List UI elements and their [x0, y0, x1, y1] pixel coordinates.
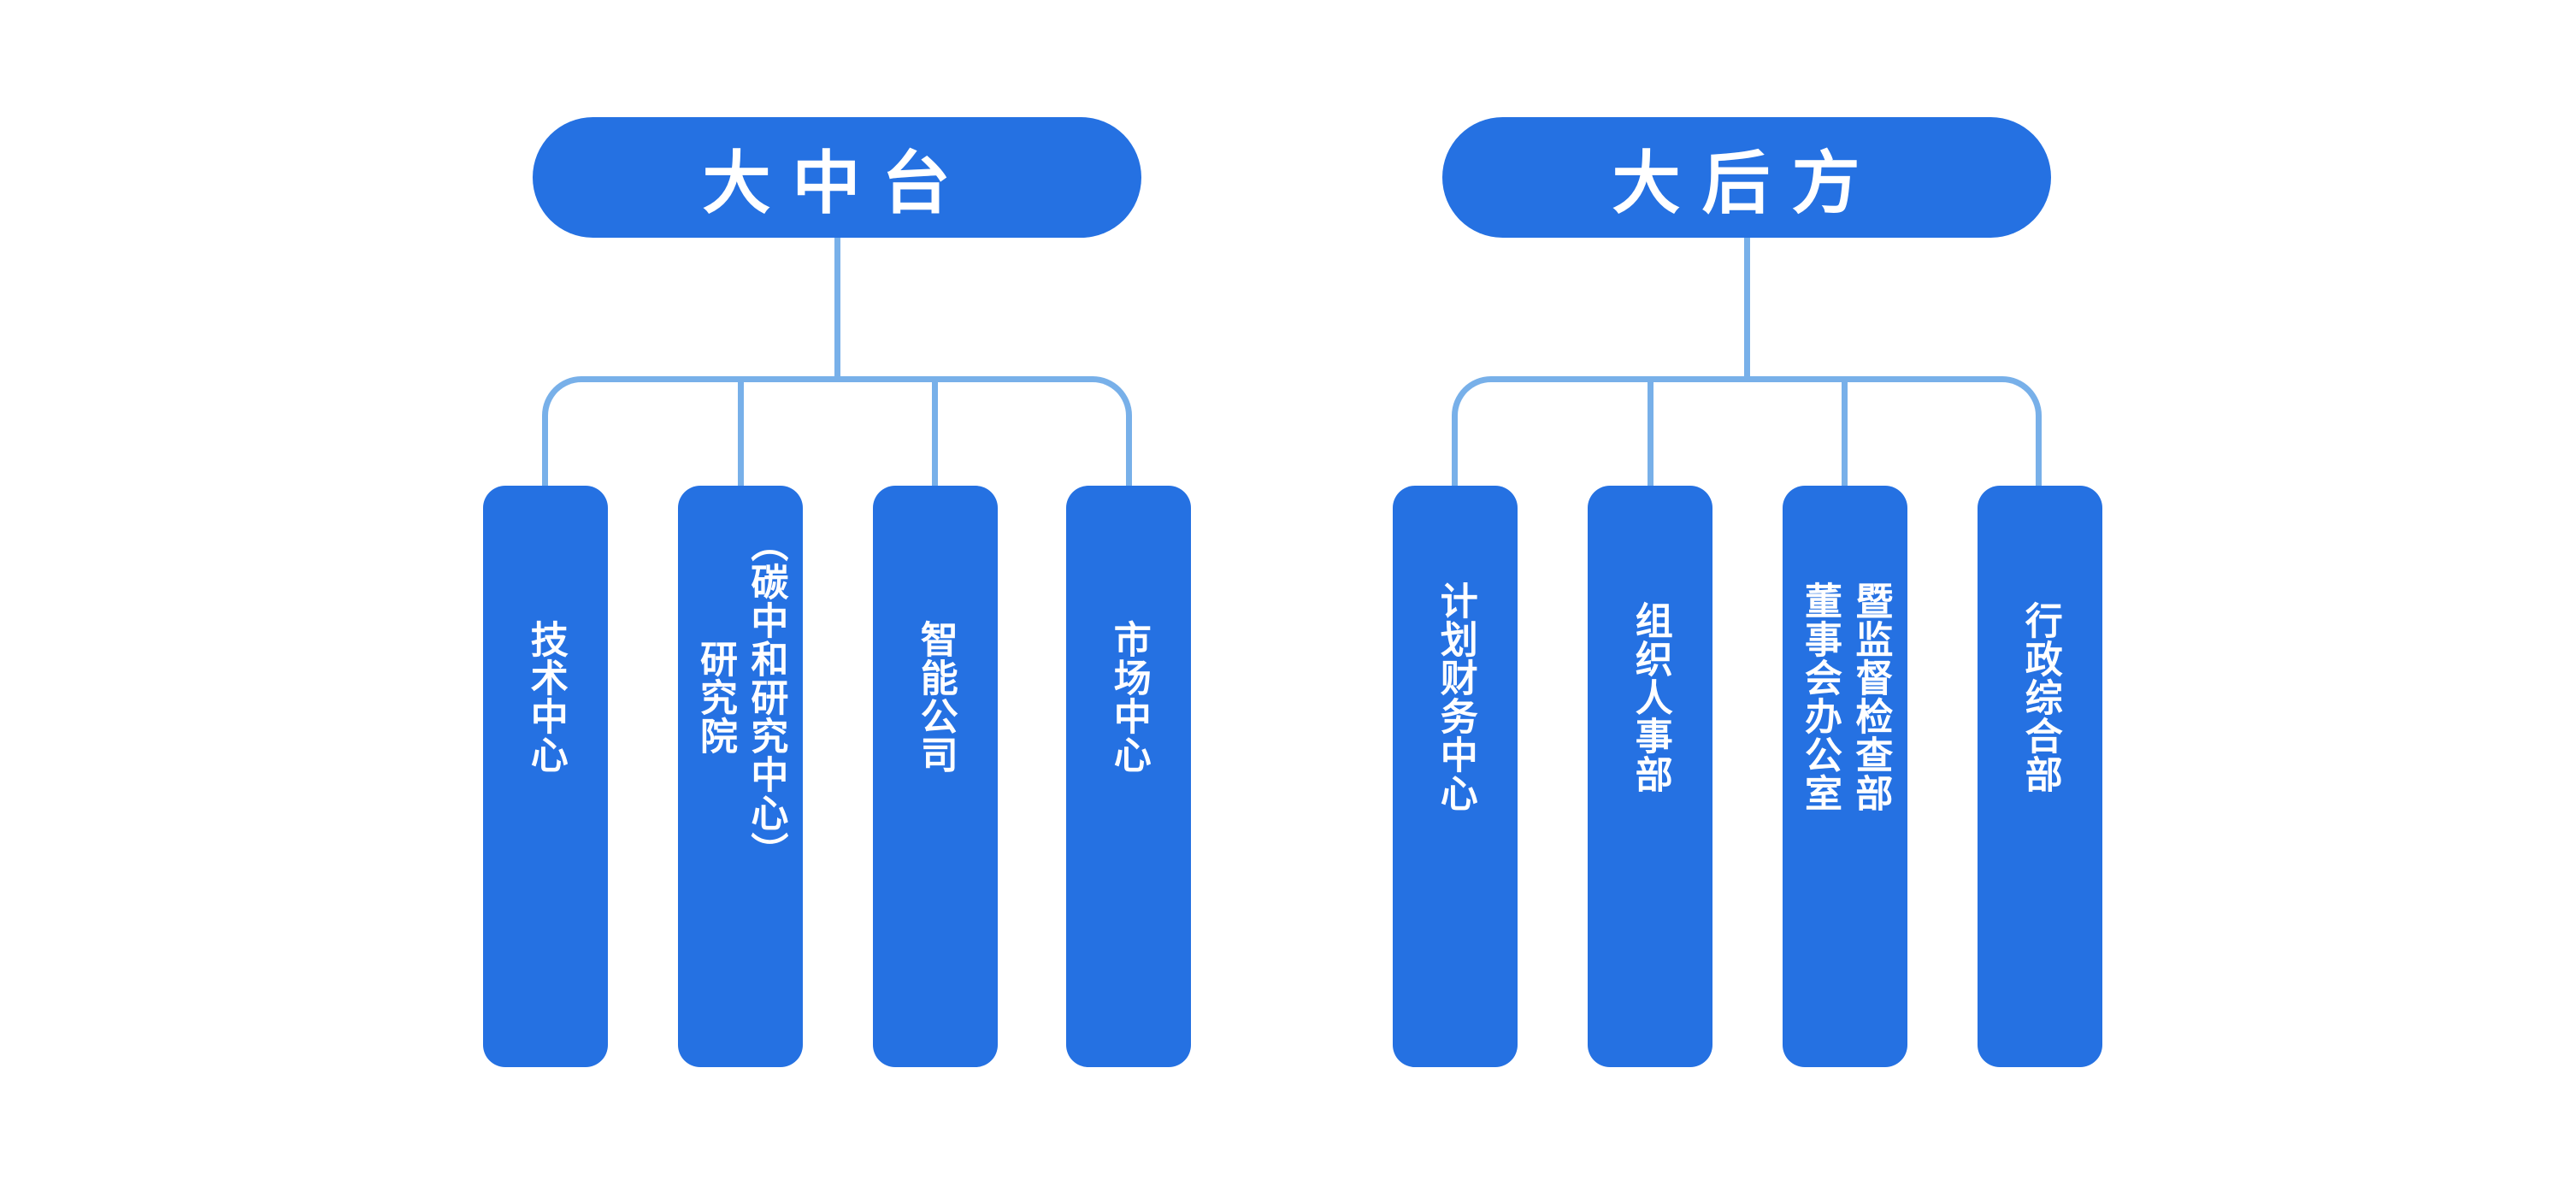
- connector-stem: [1744, 238, 1750, 379]
- dept-node-label: 计划财务中心: [1434, 581, 1477, 812]
- dept-node-label: 董事会办公室 暨监督检查部: [1799, 581, 1892, 812]
- connector-stem: [834, 238, 840, 379]
- dept-node-label: 研究院 （碳中和研究中心）: [694, 523, 787, 870]
- dept-node-label: 智能公司: [914, 620, 957, 774]
- connector-drop: [738, 379, 744, 486]
- connector-drop: [932, 379, 938, 486]
- root-node-right: 大后方: [1442, 117, 2051, 238]
- connector-bus: [542, 376, 1132, 486]
- dept-node-label: 市场中心: [1107, 620, 1150, 774]
- dept-node-label: 行政综合部: [2019, 600, 2061, 794]
- dept-node-label: 技术中心: [524, 620, 567, 774]
- dept-node-research-institute: 研究院 （碳中和研究中心）: [678, 486, 803, 1067]
- root-node-left: 大中台: [533, 117, 1141, 238]
- dept-node-admin-department: 行政综合部: [1978, 486, 2102, 1067]
- dept-node-label: 组织人事部: [1629, 600, 1671, 794]
- dept-node-finance-center: 计划财务中心: [1393, 486, 1518, 1067]
- root-node-label: 大中台: [702, 145, 972, 221]
- connector-bus: [1452, 376, 2042, 486]
- dept-node-intelligence-company: 智能公司: [873, 486, 998, 1067]
- dept-node-board-office: 董事会办公室 暨监督检查部: [1783, 486, 1907, 1067]
- connector-drop: [1648, 379, 1653, 486]
- root-node-label: 大后方: [1612, 145, 1882, 221]
- dept-node-tech-center: 技术中心: [483, 486, 608, 1067]
- connector-drop: [1842, 379, 1848, 486]
- dept-node-hr-department: 组织人事部: [1588, 486, 1712, 1067]
- dept-node-market-center: 市场中心: [1066, 486, 1191, 1067]
